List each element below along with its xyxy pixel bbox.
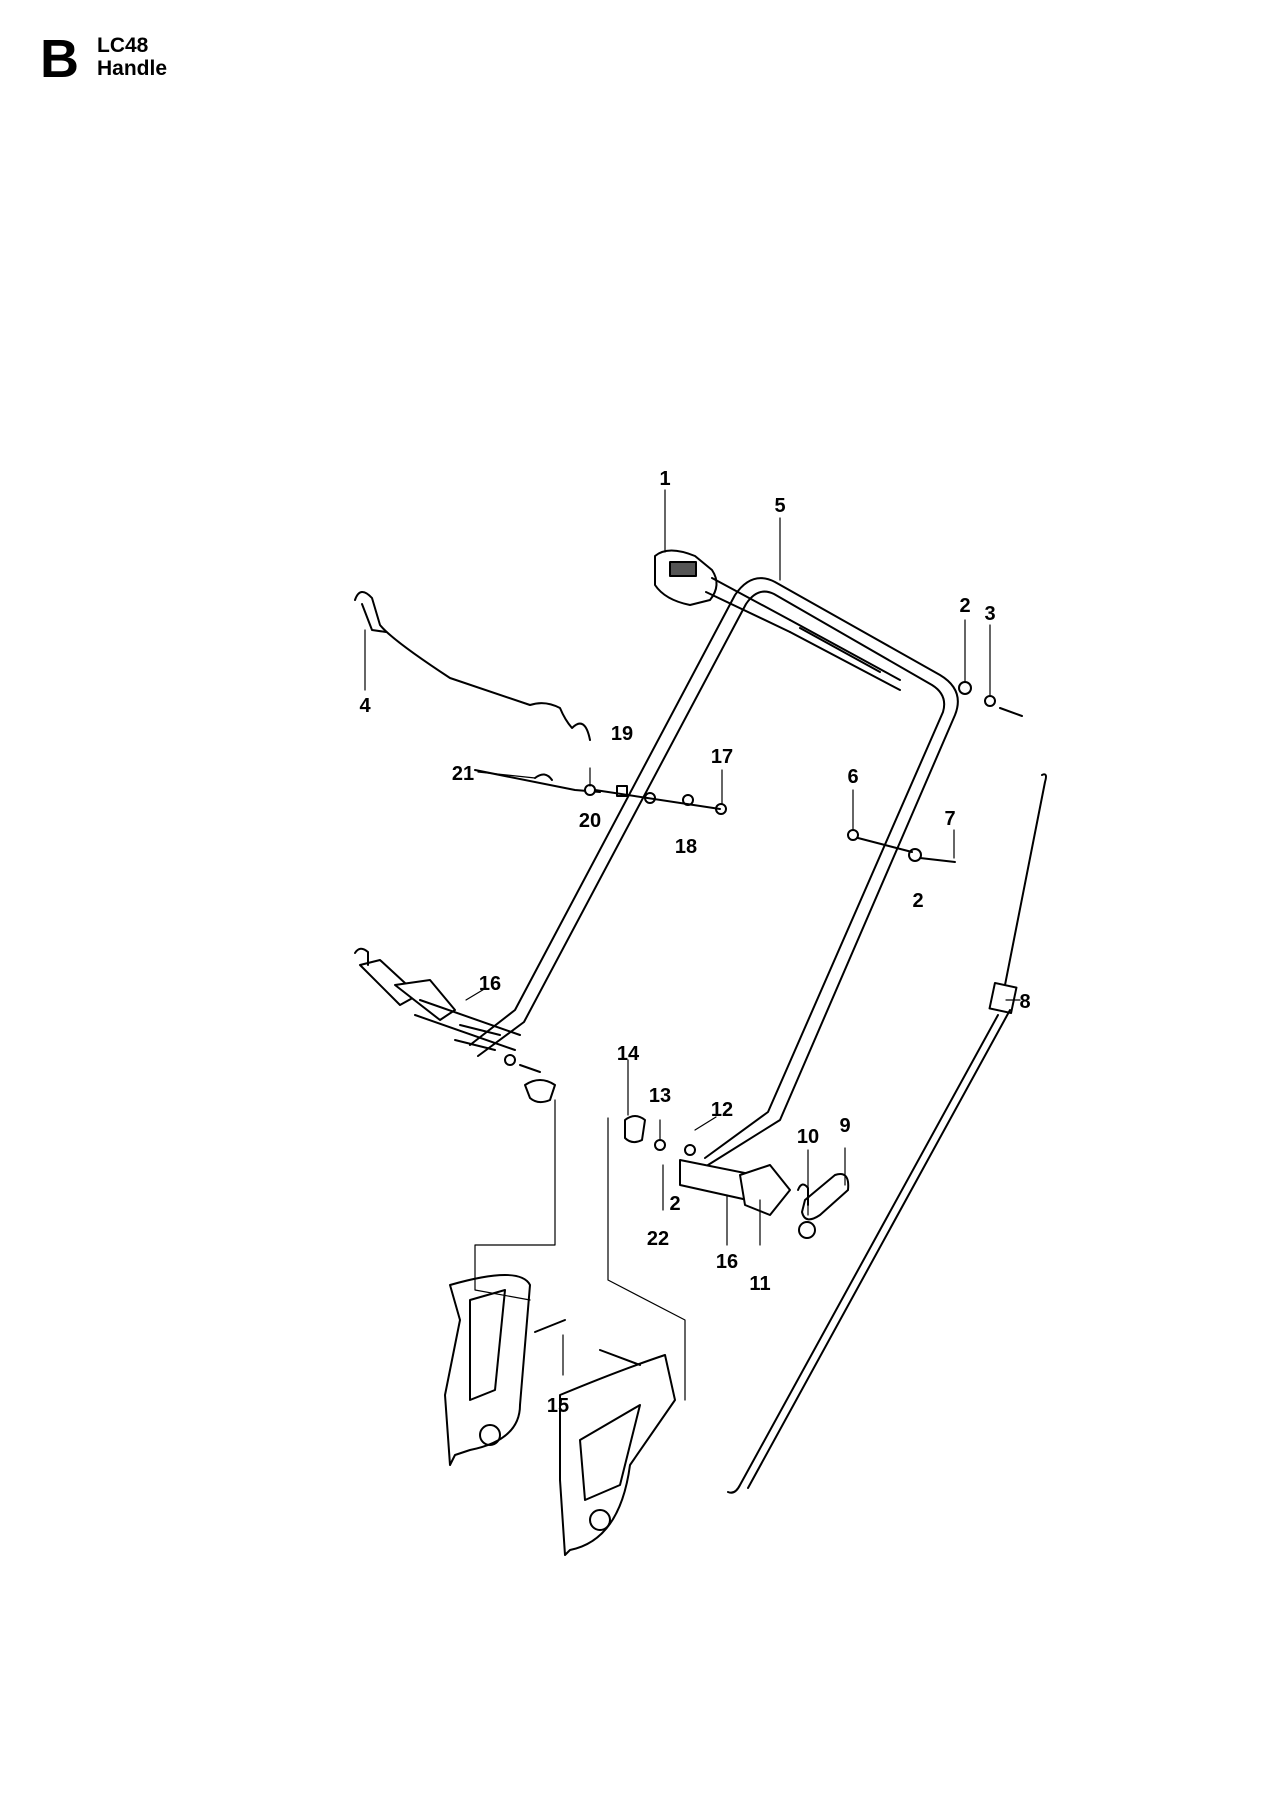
guide-line-right [607, 1117, 686, 1401]
control-grip [654, 549, 791, 633]
callout-labels: 1 5 2 3 4 19 17 21 20 18 6 7 2 16 8 14 1… [359, 468, 1030, 1417]
handle-tube [469, 577, 959, 1171]
cable-bundle [789, 619, 901, 691]
callout-label: 3 [984, 603, 995, 625]
callout-label: 9 [839, 1115, 850, 1137]
callout-label: 20 [579, 810, 601, 832]
assembly-title: Handle [97, 57, 168, 80]
callout-label: 1 [659, 468, 670, 490]
control-cable [727, 773, 1047, 1494]
page-header: B LC48 Handle [40, 32, 167, 86]
callout-label: 2 [669, 1193, 680, 1215]
right-lower-assembly [624, 1115, 850, 1239]
left-lower-assembly [354, 947, 556, 1104]
callout-label: 12 [711, 1099, 733, 1121]
callout-label: 6 [847, 766, 858, 788]
callout-label: 19 [611, 723, 633, 745]
callout-label: 22 [647, 1228, 669, 1250]
rear-bracket-left [444, 1274, 566, 1466]
leader-lines [364, 489, 1021, 1376]
callout-label: 10 [797, 1126, 819, 1148]
callout-label: 15 [547, 1395, 569, 1417]
callout-label: 4 [359, 695, 371, 717]
bail-rod-handle [361, 603, 387, 633]
callout-label: 5 [774, 495, 785, 517]
hardware-set-right [847, 829, 956, 863]
callout-label: 16 [479, 973, 501, 995]
callout-label: 13 [649, 1085, 671, 1107]
hardware-set-left [584, 784, 727, 815]
callout-label: 2 [912, 890, 923, 912]
guide-line-left [474, 1099, 556, 1301]
callout-label: 14 [617, 1043, 640, 1065]
callout-label: 18 [675, 836, 697, 858]
section-letter: B [40, 29, 79, 89]
callout-label: 2 [959, 595, 970, 617]
callout-label: 16 [716, 1251, 738, 1273]
callout-label: 17 [711, 746, 733, 768]
callout-label: 7 [944, 808, 955, 830]
rear-bracket-right [559, 1349, 676, 1556]
model-name: LC48 [97, 34, 149, 57]
callout-label: 21 [452, 763, 474, 785]
callout-label: 11 [749, 1273, 770, 1295]
title-block: LC48 Handle [97, 32, 167, 80]
bail-rod [354, 591, 591, 741]
callout-label: 8 [1019, 991, 1030, 1013]
